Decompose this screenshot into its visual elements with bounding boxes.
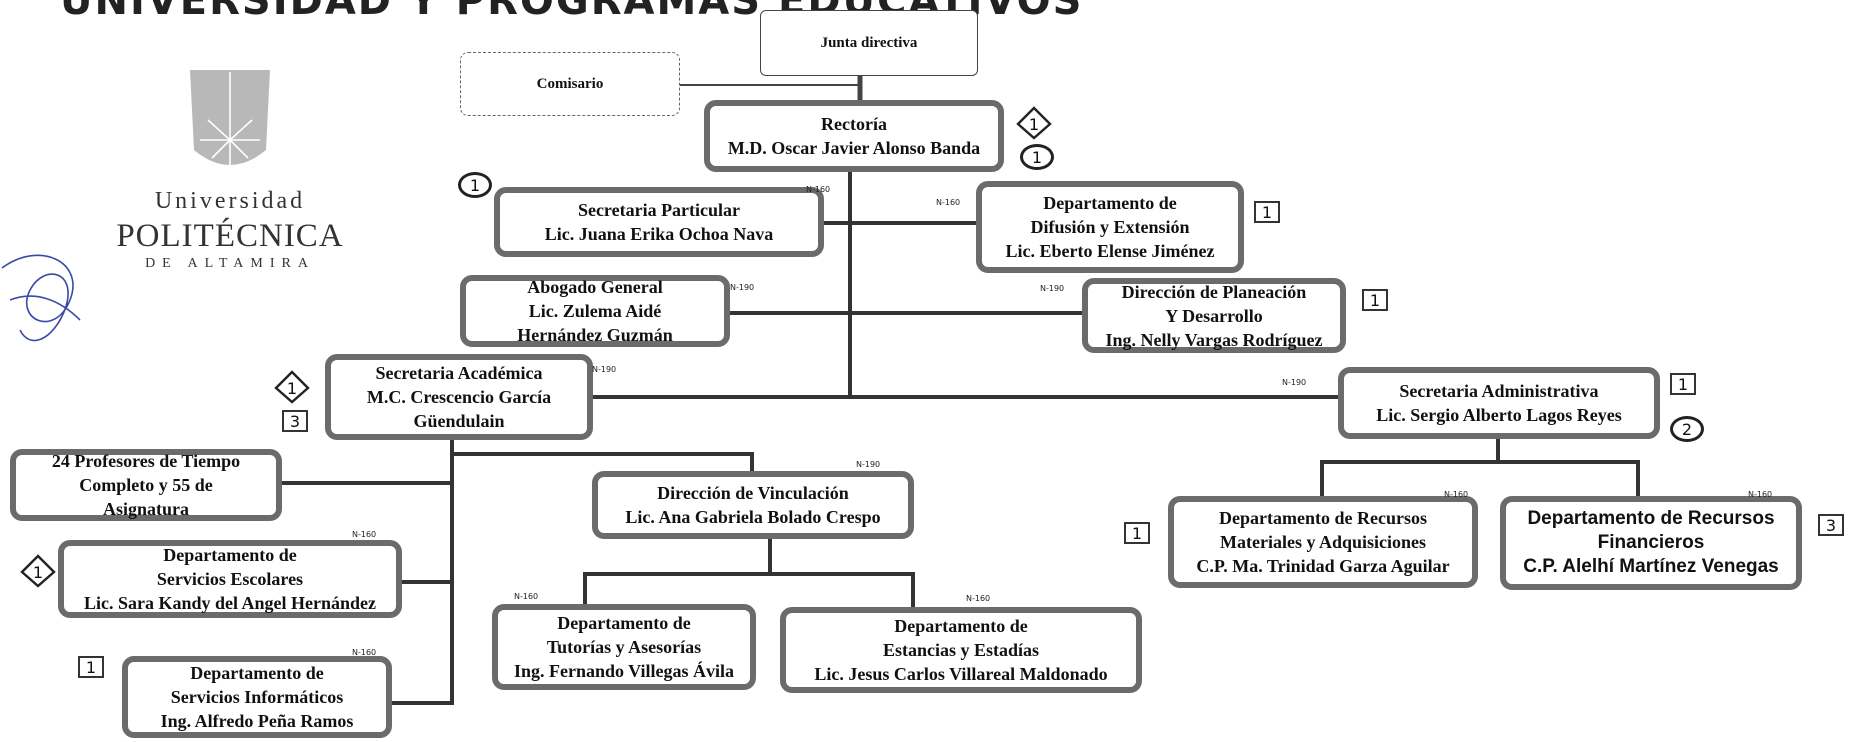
box-recursos-materiales: Departamento de Recursos Materiales y Ad… <box>1168 496 1478 588</box>
box-line: Lic. Zulema Aidé <box>528 301 662 321</box>
box-line: Lic. Sergio Alberto Lagos Reyes <box>1376 405 1622 425</box>
box-recursos-financieros: Departamento de Recursos Financieros C.P… <box>1500 496 1802 590</box>
diamond-marker: 1 <box>1014 104 1054 144</box>
university-seal-icon <box>190 70 270 172</box>
level-code: N-160 <box>352 530 377 539</box>
box-abogado-general: Abogado General Lic. Zulema Aidé Hernánd… <box>460 275 730 347</box>
box-line: Materiales y Adquisiciones <box>1220 532 1426 552</box>
box-line: Departamento de <box>894 616 1028 636</box>
level-code: N-190 <box>730 283 755 292</box>
logo-line-1: Universidad <box>154 188 306 214</box>
square-marker: 1 <box>1362 289 1388 311</box>
box-line: Departamento de Recursos <box>1527 508 1775 529</box>
marker-number: 1 <box>286 378 298 398</box>
box-junta-directiva: Junta directiva <box>760 10 978 76</box>
box-secretaria-particular: Secretaria Particular Lic. Juana Erika O… <box>494 187 824 257</box>
box-line: Rectoría <box>821 114 887 134</box>
box-line: Hernández Guzmán <box>517 325 673 345</box>
level-code: N-190 <box>1040 284 1065 293</box>
box-secretaria-academica: Secretaria Académica M.C. Crescencio Gar… <box>325 354 593 440</box>
box-line: Lic. Juana Erika Ochoa Nava <box>544 224 774 244</box>
level-code: N-160 <box>352 648 377 657</box>
box-line: Dirección de Planeación <box>1121 281 1307 302</box>
box-line: Lic. Jesus Carlos Villareal Maldonado <box>814 664 1108 684</box>
square-marker: 3 <box>282 410 308 432</box>
level-code: N-160 <box>1444 490 1469 499</box>
box-line: C.P. Alelhí Martínez Venegas <box>1523 556 1779 577</box>
box-line: Difusión y Extensión <box>1030 217 1190 237</box>
box-line: Lic. Eberto Elense Jiménez <box>1005 241 1215 261</box>
box-line: Ing. Nelly Vargas Rodríguez <box>1105 329 1323 350</box>
logo-line-3: DE ALTAMIRA <box>145 256 315 271</box>
box-line: Estancias y Estadías <box>882 640 1040 660</box>
box-line: Ing. Fernando Villegas Ávila <box>513 661 735 681</box>
box-line: Comisario <box>536 76 604 92</box>
level-code: N-190 <box>592 365 617 374</box>
box-line: Secretaria Administrativa <box>1399 381 1599 401</box>
box-line: Güendulain <box>413 411 505 431</box>
level-code: N-190 <box>856 460 881 469</box>
box-line: Financieros <box>1597 532 1705 553</box>
box-line: C.P. Ma. Trinidad Garza Aguilar <box>1196 556 1450 576</box>
box-line: Asignatura <box>102 499 189 519</box>
diamond-icon <box>20 554 56 588</box>
box-line: Departamento de Recursos <box>1219 508 1427 528</box>
box-line: Departamento de <box>190 663 324 683</box>
circle-marker: 1 <box>1020 144 1054 170</box>
box-line: Lic. Ana Gabriela Bolado Crespo <box>625 507 881 527</box>
box-line: Lic. Sara Kandy del Angel Hernández <box>83 593 377 613</box>
square-marker: 1 <box>1254 201 1280 223</box>
box-line: Tutorías y Asesorías <box>546 637 702 657</box>
box-secretaria-administrativa: Secretaria Administrativa Lic. Sergio Al… <box>1338 367 1660 439</box>
box-line: Abogado General <box>527 277 663 297</box>
square-marker: 1 <box>1670 373 1696 395</box>
box-estancias-estadias: Departamento de Estancias y Estadías Lic… <box>780 607 1142 693</box>
box-line: Departamento de <box>1043 193 1177 213</box>
square-marker: 1 <box>1124 522 1150 544</box>
box-line: Departamento de <box>163 545 297 565</box>
level-code: N-190 <box>1282 378 1307 387</box>
level-code: N-160 <box>806 185 831 194</box>
box-line: Departamento de <box>557 613 691 633</box>
level-code: N-160 <box>514 592 539 601</box>
marker-number: 1 <box>1028 114 1040 134</box>
level-code: N-160 <box>966 594 991 603</box>
logo-line-2: POLITÉCNICA <box>116 218 344 254</box>
box-line: Y Desarrollo <box>1165 305 1263 326</box>
box-difusion-extension: Departamento de Difusión y Extensión Lic… <box>976 181 1244 273</box>
box-line: Secretaria Particular <box>577 200 741 220</box>
box-rectoria: Rectoría M.D. Oscar Javier Alonso Banda <box>704 100 1004 172</box>
box-line: Junta directiva <box>820 35 918 51</box>
box-line: Servicios Escolares <box>156 569 304 589</box>
level-code: N-160 <box>936 198 961 207</box>
marker-number: 1 <box>32 562 44 582</box>
box-line: Secretaria Académica <box>375 363 543 383</box>
box-profesores: 24 Profesores de Tiempo Completo y 55 de… <box>10 449 282 521</box>
square-marker: 3 <box>1818 514 1844 536</box>
box-line: Servicios Informáticos <box>170 687 344 707</box>
diamond-marker: 1 <box>272 368 312 408</box>
signature-mark <box>1 254 81 342</box>
diamond-icon <box>1016 106 1052 140</box>
diamond-marker: 1 <box>18 552 58 592</box>
box-line: Dirección de Vinculación <box>657 483 849 503</box>
box-line: M.C. Crescencio García <box>366 387 552 407</box>
box-line: Ing. Alfredo Peña Ramos <box>160 711 354 731</box>
circle-marker: 1 <box>458 172 492 198</box>
diamond-icon <box>274 370 310 404</box>
circle-marker: 2 <box>1670 416 1704 442</box>
box-comisario: Comisario <box>460 52 680 116</box>
box-line: M.D. Oscar Javier Alonso Banda <box>727 138 981 158</box>
square-marker: 1 <box>78 656 104 678</box>
box-servicios-informaticos: Departamento de Servicios Informáticos I… <box>122 656 392 738</box>
box-tutorias-asesorias: Departamento de Tutorías y Asesorías Ing… <box>492 604 756 690</box>
box-line: Completo y 55 de <box>79 475 213 495</box>
level-code: N-160 <box>1748 490 1773 499</box>
box-servicios-escolares: Departamento de Servicios Escolares Lic.… <box>58 540 402 618</box>
box-direccion-vinculacion: Dirección de Vinculación Lic. Ana Gabrie… <box>592 471 914 539</box>
university-logo: Universidad POLITÉCNICA DE ALTAMIRA <box>100 60 360 280</box>
box-line: 24 Profesores de Tiempo <box>51 451 241 471</box>
box-planeacion-desarrollo: Dirección de Planeación Y Desarrollo Ing… <box>1082 278 1346 353</box>
